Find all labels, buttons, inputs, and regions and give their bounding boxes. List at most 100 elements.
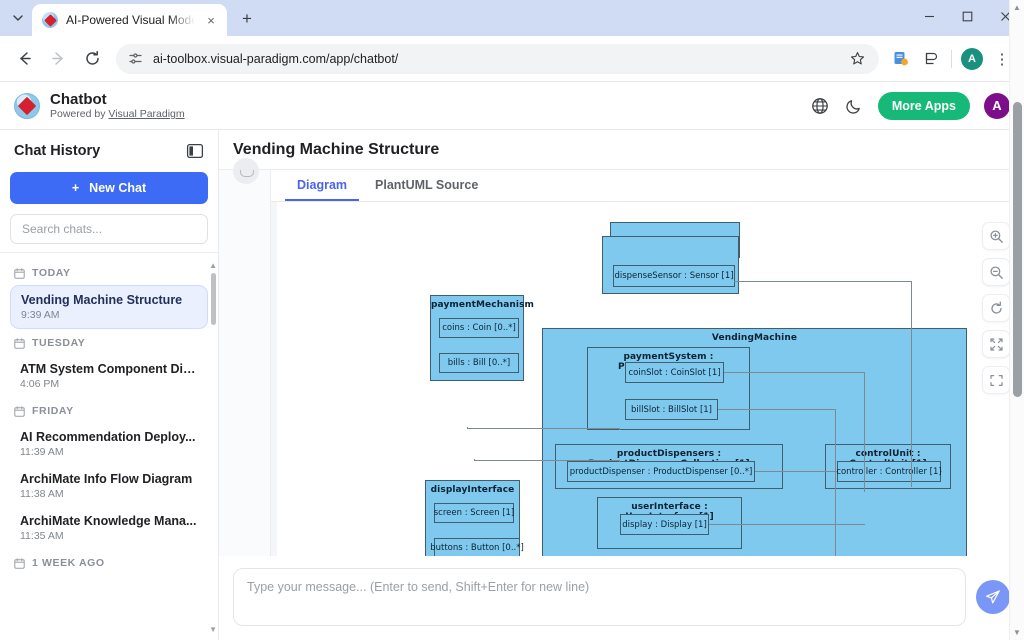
sidebar-scrollbar-thumb[interactable] <box>211 273 216 325</box>
visual-paradigm-logo-icon <box>14 92 40 119</box>
chat-history-item[interactable]: ArchiMate Knowledge Mana...11:35 AM <box>10 507 208 549</box>
tab-plantuml-source[interactable]: PlantUML Source <box>363 170 490 201</box>
uml-port[interactable]: buttons : Button [0..*] <box>430 538 524 556</box>
url-text: ai-toolbox.visual-paradigm.com/app/chatb… <box>153 51 399 66</box>
page-scroll-down-arrow[interactable]: ▼ <box>1013 628 1021 637</box>
page-title: Vending Machine Structure <box>219 130 1024 170</box>
message-input[interactable]: Type your message... (Enter to send, Shi… <box>233 568 966 626</box>
fullscreen-icon[interactable] <box>982 366 1010 394</box>
chat-item-title: ArchiMate Info Flow Diagram <box>20 472 193 486</box>
site-settings-icon[interactable] <box>128 51 143 66</box>
chat-history-item[interactable]: AI Recommendation Deploy...11:39 AM <box>10 423 208 465</box>
new-chat-area: + New Chat <box>0 172 218 214</box>
tab-search-chevron-icon[interactable] <box>4 4 32 32</box>
plus-icon: + <box>71 181 80 195</box>
uml-port[interactable]: coins : Coin [0..*] <box>439 318 519 338</box>
zoom-in-icon[interactable] <box>982 222 1010 250</box>
diagram-canvas[interactable]: dispenseSensor : Sensor [1] paymentMechan… <box>277 202 1024 556</box>
chat-item-title: ATM System Component Dia... <box>20 362 198 376</box>
diagram-canvas-wrapper[interactable]: dispenseSensor : Sensor [1] paymentMechan… <box>271 202 1024 556</box>
scroll-down-arrow[interactable]: ▼ <box>209 625 217 634</box>
new-tab-button[interactable]: + <box>242 9 252 28</box>
history-group-label: TUESDAY <box>32 337 86 349</box>
page-scrollbar[interactable]: ▲ ▼ <box>1009 0 1024 640</box>
browser-menu-icon[interactable]: ⋮ <box>994 50 1010 68</box>
search-input[interactable] <box>10 214 208 244</box>
calendar-icon <box>14 267 25 279</box>
uml-connector <box>864 372 865 492</box>
chat-item-time: 11:38 AM <box>20 488 64 500</box>
close-icon[interactable]: × <box>207 12 215 28</box>
diagram-card: Diagram PlantUML Source dispenseSensor :… <box>271 170 1024 556</box>
visual-paradigm-link[interactable]: Visual Paradigm <box>108 108 185 121</box>
uml-port[interactable]: billSlot : BillSlot [1] <box>625 399 718 420</box>
zoom-out-icon[interactable] <box>982 258 1010 286</box>
toolbar-divider <box>951 49 952 68</box>
tab-diagram[interactable]: Diagram <box>285 170 360 201</box>
app-header: Chatbot Powered by Visual Paradigm More … <box>0 82 1024 130</box>
uml-block-title: displayInterface <box>430 485 515 495</box>
split-view-icon[interactable] <box>917 45 945 73</box>
chat-history-item[interactable]: ArchiMate Info Flow Diagram 11:38 AM <box>10 465 208 507</box>
chat-item-title: AI Recommendation Deploy... <box>20 430 196 444</box>
chat-item-time: 9:39 AM <box>21 309 60 321</box>
globe-icon[interactable] <box>810 96 830 116</box>
reload-button[interactable] <box>76 43 108 75</box>
uml-port[interactable]: coinSlot : CoinSlot [1] <box>625 362 724 383</box>
panel-collapse-icon[interactable] <box>186 142 204 160</box>
powered-by-text: Powered by Visual Paradigm <box>50 108 185 120</box>
uml-block-sensors[interactable]: dispenseSensor : Sensor [1] <box>602 236 739 294</box>
more-apps-button[interactable]: More Apps <box>877 91 970 120</box>
chat-history-sidebar: Chat History + New Chat ▲ ▼ TODAY Vending… <box>0 130 219 640</box>
back-button[interactable] <box>8 43 40 75</box>
diagram-tabs: Diagram PlantUML Source <box>271 170 1024 202</box>
reset-zoom-icon[interactable] <box>982 294 1010 322</box>
bookmark-star-icon[interactable] <box>843 45 871 73</box>
fit-screen-icon[interactable] <box>982 330 1010 358</box>
page-scroll-up-arrow[interactable]: ▲ <box>1013 3 1021 12</box>
chat-history-item[interactable]: ATM System Component Dia...4:06 PM <box>10 355 208 397</box>
sidebar-header: Chat History <box>0 130 218 172</box>
history-group-label: TODAY <box>32 267 71 279</box>
browser-tab[interactable]: AI-Powered Visual Modeling Ch × <box>32 4 227 36</box>
uml-port[interactable]: screen : Screen [1] <box>434 503 514 523</box>
profile-avatar[interactable]: A <box>958 45 986 73</box>
forward-button[interactable] <box>42 43 74 75</box>
history-group-header: 1 WEEK AGO <box>10 549 208 575</box>
new-chat-button[interactable]: + New Chat <box>10 172 208 204</box>
close-window-button[interactable] <box>986 0 1024 32</box>
page-scrollbar-thumb[interactable] <box>1013 102 1022 397</box>
chat-item-title: Vending Machine Structure <box>21 293 183 307</box>
extension-icon[interactable] <box>887 45 915 73</box>
uml-connector <box>709 524 865 525</box>
window-controls <box>910 0 1024 36</box>
uml-block-displayInterface[interactable]: displayInterface screen : Screen [1] butto… <box>425 480 524 556</box>
scroll-up-arrow[interactable]: ▲ <box>209 261 217 270</box>
uml-port[interactable]: dispenseSensor : Sensor [1] <box>613 265 735 287</box>
search-area <box>0 214 218 252</box>
uml-port[interactable]: controller : Controller [1] <box>836 461 942 482</box>
send-button[interactable] <box>976 580 1010 614</box>
maximize-button[interactable] <box>948 0 986 32</box>
uml-port[interactable]: productDispenser : ProductDispenser [0..… <box>567 461 755 482</box>
chat-history-item[interactable]: Vending Machine Structure 9:39 AM <box>10 285 208 329</box>
address-bar[interactable]: ai-toolbox.visual-paradigm.com/app/chatb… <box>116 43 879 74</box>
minimize-button[interactable] <box>910 0 948 32</box>
uml-connector <box>755 471 837 472</box>
user-avatar[interactable]: A <box>984 92 1010 119</box>
uml-connector <box>474 460 619 461</box>
calendar-icon <box>14 405 25 417</box>
main-panel: Vending Machine Structure Diagram PlantU… <box>219 130 1024 640</box>
uml-port[interactable]: bills : Bill [0..*] <box>439 353 519 373</box>
visual-paradigm-favicon-icon <box>42 12 58 28</box>
message-gutter <box>219 158 271 556</box>
uml-port[interactable]: display : Display [1] <box>620 514 709 535</box>
chat-item-time: 11:35 AM <box>20 530 64 542</box>
send-paper-plane-icon <box>986 590 1000 604</box>
moon-icon[interactable] <box>844 96 864 116</box>
conversation-area: Diagram PlantUML Source dispenseSensor :… <box>219 158 1024 556</box>
header-actions: More Apps A <box>810 91 1010 120</box>
uml-connector <box>467 428 619 429</box>
